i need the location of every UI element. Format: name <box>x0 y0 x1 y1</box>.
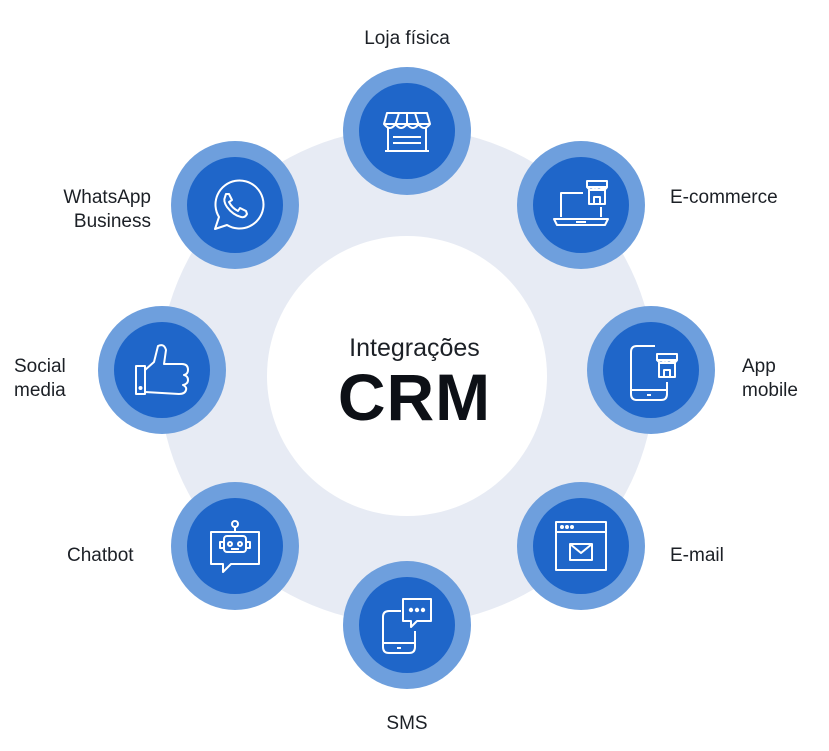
whatsapp-icon <box>214 179 265 230</box>
mobile-store-icon <box>630 345 678 401</box>
node-chatbot <box>171 482 299 610</box>
sms-phone-icon <box>382 598 432 654</box>
node-app-mobile <box>587 306 715 434</box>
node-loja-fisica <box>343 67 471 195</box>
label-e-commerce: E-commerce <box>670 187 778 208</box>
center-title: CRM <box>337 360 492 434</box>
label-loja-fisica: Loja física <box>364 28 450 49</box>
laptop-store-icon <box>553 180 609 226</box>
node-e-commerce <box>517 141 645 269</box>
label-sms: SMS <box>386 713 428 734</box>
chatbot-icon <box>210 520 260 573</box>
email-window-icon <box>555 521 607 571</box>
store-icon <box>383 112 431 152</box>
label-chatbot: Chatbot <box>67 545 134 566</box>
label-e-mail: E-mail <box>670 545 724 566</box>
node-whatsapp-business <box>171 141 299 269</box>
label-app-mobile: App mobile <box>742 356 798 401</box>
label-social-media: Social media <box>14 356 66 401</box>
thumbs-up-icon <box>135 344 189 395</box>
node-e-mail <box>517 482 645 610</box>
center-subtitle: Integrações <box>349 334 480 362</box>
label-whatsapp-business: WhatsApp Business <box>63 187 151 232</box>
node-sms <box>343 561 471 689</box>
center-circle <box>267 236 547 516</box>
node-social-media <box>98 306 226 434</box>
